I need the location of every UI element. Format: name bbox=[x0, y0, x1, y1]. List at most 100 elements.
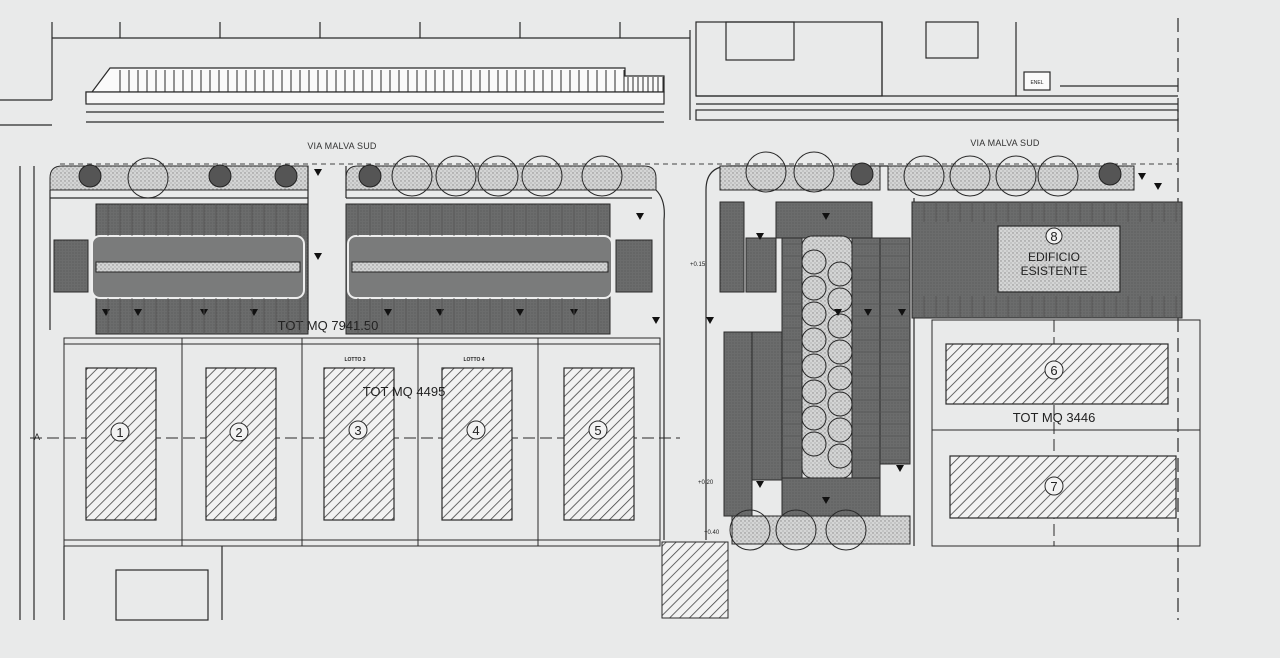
lot-number-circle-7 bbox=[1044, 476, 1064, 496]
lot-number-6: 6 bbox=[1050, 363, 1057, 378]
elevation-2: +0.20 bbox=[698, 480, 714, 486]
arrow-icon bbox=[636, 213, 644, 220]
arrow-icon bbox=[1138, 173, 1146, 180]
lot-2-building bbox=[205, 367, 277, 521]
parking-stall-lines bbox=[107, 202, 1177, 461]
tree-icon bbox=[827, 443, 853, 469]
lot-label-3: LOTTO 3 bbox=[344, 357, 365, 363]
arrow-icon bbox=[822, 213, 830, 220]
arrow-icon bbox=[1154, 183, 1162, 190]
tree-icon bbox=[827, 313, 853, 339]
tree-icon bbox=[801, 431, 827, 457]
arrow-icon bbox=[864, 309, 872, 316]
arrow-icon bbox=[834, 309, 842, 316]
tree-icon bbox=[801, 405, 827, 431]
tree-icon bbox=[1098, 162, 1122, 186]
tree-icon bbox=[358, 164, 382, 188]
lot-label-4: LOTTO 4 bbox=[463, 357, 484, 363]
park-planting-bottom bbox=[731, 515, 911, 545]
top-buildings bbox=[0, 18, 1179, 620]
lower-left-outline bbox=[19, 166, 223, 621]
tree-icon bbox=[827, 365, 853, 391]
arrow-icon bbox=[706, 317, 714, 324]
arrow-icon bbox=[314, 169, 322, 176]
hatched-access bbox=[661, 541, 729, 619]
arrow-icon bbox=[652, 317, 660, 324]
section-marker-left: A bbox=[34, 432, 40, 442]
tree-icon bbox=[801, 301, 827, 327]
tree-icon bbox=[745, 151, 787, 193]
street-label-left: VIA MALVA SUD bbox=[307, 141, 377, 151]
lot-1-building bbox=[85, 367, 157, 521]
street-label-right: VIA MALVA SUD bbox=[970, 138, 1040, 148]
arrow-icon bbox=[384, 309, 392, 316]
tree-icon bbox=[477, 155, 519, 197]
arrow-icon bbox=[314, 253, 322, 260]
tree-icon bbox=[391, 155, 433, 197]
tree-icon bbox=[1037, 155, 1079, 197]
tree-icon bbox=[729, 509, 771, 551]
tree-icon bbox=[801, 275, 827, 301]
tree-icon bbox=[827, 417, 853, 443]
tree-icon bbox=[208, 164, 232, 188]
lot-5-building bbox=[563, 367, 635, 521]
arrow-icon bbox=[516, 309, 524, 316]
tree-icon bbox=[825, 509, 867, 551]
total-area-center: TOT MQ 4495 bbox=[363, 384, 446, 399]
lot-3-building bbox=[323, 367, 395, 521]
tree-icon bbox=[581, 155, 623, 197]
tree-icon bbox=[793, 151, 835, 193]
existing-building-label-2: ESISTENTE bbox=[1021, 264, 1088, 278]
elevation-1: +0.15 bbox=[690, 262, 706, 268]
tree-icon bbox=[801, 249, 827, 275]
lot-number-3: 3 bbox=[354, 423, 361, 438]
tree-icon bbox=[827, 391, 853, 417]
lot-number-circles-left bbox=[110, 420, 608, 442]
tree-icon bbox=[827, 261, 853, 287]
lot-number-8: 8 bbox=[1050, 229, 1057, 244]
lot-number-circle-6 bbox=[1044, 360, 1064, 380]
top-parking-strokes: /* placeholder */ bbox=[119, 70, 664, 92]
lot-number-7: 7 bbox=[1050, 479, 1057, 494]
right-planting-strip bbox=[887, 165, 1135, 191]
left-planting-strips bbox=[49, 165, 657, 191]
lot-number-4: 4 bbox=[472, 423, 479, 438]
tree-icon bbox=[949, 155, 991, 197]
arrow-icon bbox=[756, 481, 764, 488]
tree-icon bbox=[801, 353, 827, 379]
tree-icon bbox=[775, 509, 817, 551]
existing-building-label-1: EDIFICIO bbox=[1028, 250, 1080, 264]
lot-number-2: 2 bbox=[235, 425, 242, 440]
lot-4-building bbox=[441, 367, 513, 521]
park-parking bbox=[719, 201, 911, 517]
tree-icon bbox=[521, 155, 563, 197]
arrow-icon bbox=[822, 497, 830, 504]
total-area-left: TOT MQ 7941.50 bbox=[278, 318, 379, 333]
tree-icon bbox=[801, 379, 827, 405]
tree-icon bbox=[903, 155, 945, 197]
enel-box-label: ENEL bbox=[1030, 80, 1043, 86]
tree-icon bbox=[274, 164, 298, 188]
arrow-icon bbox=[756, 233, 764, 240]
lot-buildings-left bbox=[85, 367, 635, 521]
arrow-icon bbox=[896, 465, 904, 472]
park-tree-bed bbox=[801, 235, 853, 479]
total-area-right: TOT MQ 3446 bbox=[1013, 410, 1096, 425]
elevation-3: +0.40 bbox=[704, 530, 720, 536]
arrow-icon bbox=[898, 309, 906, 316]
flow-arrows bbox=[102, 169, 1162, 504]
tree-icon bbox=[435, 155, 477, 197]
left-parking-2 bbox=[345, 203, 653, 335]
trees bbox=[78, 151, 1122, 551]
lot-number-circle-8 bbox=[1045, 227, 1063, 245]
lot-number-5: 5 bbox=[594, 423, 601, 438]
tree-icon bbox=[850, 162, 874, 186]
lot-number-1: 1 bbox=[116, 425, 123, 440]
lots-row bbox=[30, 337, 680, 547]
tree-icon bbox=[78, 164, 102, 188]
arrow-icon bbox=[134, 309, 142, 316]
existing-building-area bbox=[911, 201, 1183, 319]
tree-icon bbox=[127, 157, 169, 199]
tree-icon bbox=[995, 155, 1037, 197]
